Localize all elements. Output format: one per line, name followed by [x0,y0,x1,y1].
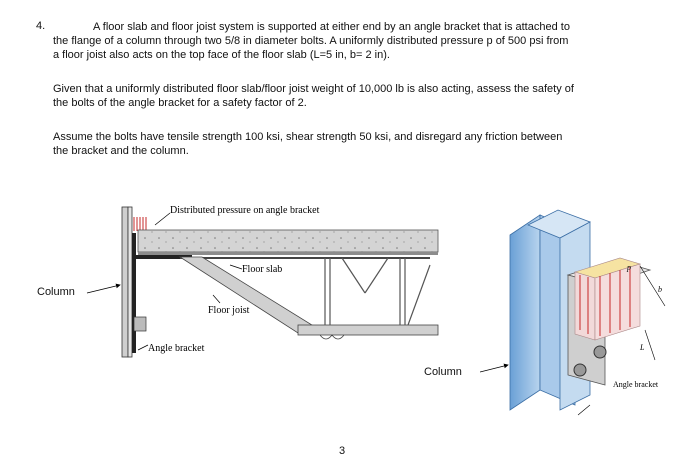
left-column-label: Column [37,286,75,298]
right-column-label: Column [424,366,462,378]
floor-slab-label: Floor slab [242,264,282,275]
column-3d [509,214,541,411]
distributed-pressure-label: Distributed pressure on angle bracket [170,205,320,216]
problem-number: 4. [36,20,46,32]
problem-paragraph-2: Given that a uniformly distributed floor… [53,82,673,110]
column-web [121,206,129,358]
column-arrow-right [480,363,509,373]
pressure-arrows [133,217,147,231]
paragraph-1-line-2: the flange of a column through two 5/8 i… [53,35,569,47]
paragraph-1-line-1: A floor slab and floor joist system is s… [93,21,570,33]
right-angle-bracket-label: Angle bracket [613,380,659,389]
floor-slab-shape [137,229,439,253]
problem-paragraph-3: Assume the bolts have tensile strength 1… [53,130,673,158]
paragraph-3-line-2: the bracket and the column. [53,145,189,157]
b-label: b [658,285,662,294]
pressure-arrows-3d [579,267,631,336]
L-label: L [639,343,645,352]
left-figure: Distributed pressure on angle bracket Fl… [86,205,439,358]
paragraph-1-line-3: a floor joist also acts on the top face … [53,49,390,61]
paragraph-3-line-1: Assume the bolts have tensile strength 1… [53,131,563,143]
right-figure: p b L Angle bracket [480,209,666,416]
paragraph-2-line-2: the bolts of the angle bracket for a saf… [53,97,307,109]
bolt-1 [573,363,587,377]
floor-joist-label: Floor joist [208,305,250,316]
p-label: p [626,263,631,272]
problem-paragraph-1: A floor slab and floor joist system is s… [53,20,673,62]
angle-bracket-label: Angle bracket [148,343,205,354]
bolt-2 [593,345,607,359]
column-arrow-left [86,283,121,294]
angle-bracket-leg [132,233,136,353]
page-number: 3 [339,445,346,457]
column-flange [127,206,133,358]
paragraph-2-line-1: Given that a uniformly distributed floor… [53,83,574,95]
